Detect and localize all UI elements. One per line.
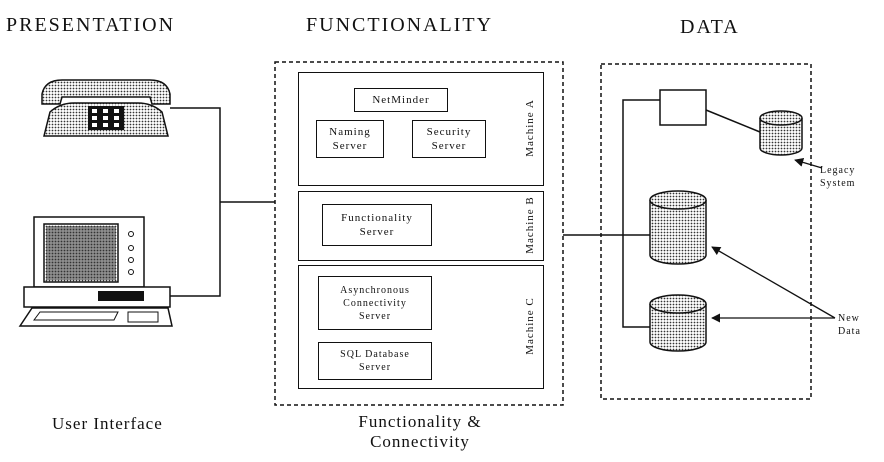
functionality-frame	[274, 61, 564, 406]
machine-b-label: Machine B	[524, 196, 536, 254]
functionality-caption-line1: Functionality &	[358, 412, 482, 431]
presentation-connector	[170, 107, 275, 297]
async-server-line2: Connectivity	[343, 297, 407, 309]
security-server-line2: Server	[431, 140, 467, 152]
data-frame	[600, 63, 812, 400]
data-bus	[622, 99, 761, 328]
computer-terminal-icon	[18, 216, 173, 327]
data-header: DATA	[680, 16, 740, 38]
netminder-label: NetMinder	[372, 94, 430, 106]
new-data-line2: Data	[838, 326, 861, 337]
functionality-header: FUNCTIONALITY	[306, 14, 494, 36]
new-data-arrow-1	[711, 246, 836, 319]
new-database-icon-2	[649, 294, 707, 352]
legacy-label-line1: Legacy	[820, 165, 856, 176]
netminder-box: NetMinder	[354, 88, 448, 112]
telephone-icon	[41, 79, 171, 137]
presentation-header: PRESENTATION	[6, 14, 176, 36]
security-server-line1: Security	[426, 126, 472, 138]
legacy-label-line2: System	[820, 178, 856, 189]
naming-server-line2: Server	[332, 140, 368, 152]
naming-server-line1: Naming	[329, 126, 371, 138]
new-data-line1: New	[838, 313, 860, 324]
functionality-server-line1: Functionality	[341, 212, 413, 224]
legacy-arrow	[794, 157, 823, 169]
machine-c-label: Machine C	[524, 297, 536, 355]
legacy-database-icon	[759, 110, 803, 156]
legacy-system-label: Legacy System	[820, 164, 855, 190]
legacy-system-box	[659, 89, 707, 126]
functionality-caption: Functionality & Connectivity	[335, 412, 505, 452]
functionality-server-line2: Server	[359, 226, 395, 238]
new-data-label: New Data	[838, 312, 861, 338]
machine-a-label: Machine A	[524, 99, 536, 157]
sql-server-line1: SQL Database	[340, 349, 410, 360]
new-database-icon-1	[649, 190, 707, 265]
async-server-line1: Asynchronous	[340, 284, 410, 296]
functionality-caption-line2: Connectivity	[370, 432, 470, 451]
async-server-line3: Server	[358, 310, 392, 322]
user-interface-caption: User Interface	[52, 414, 163, 433]
sql-server-line2: Server	[358, 362, 392, 373]
